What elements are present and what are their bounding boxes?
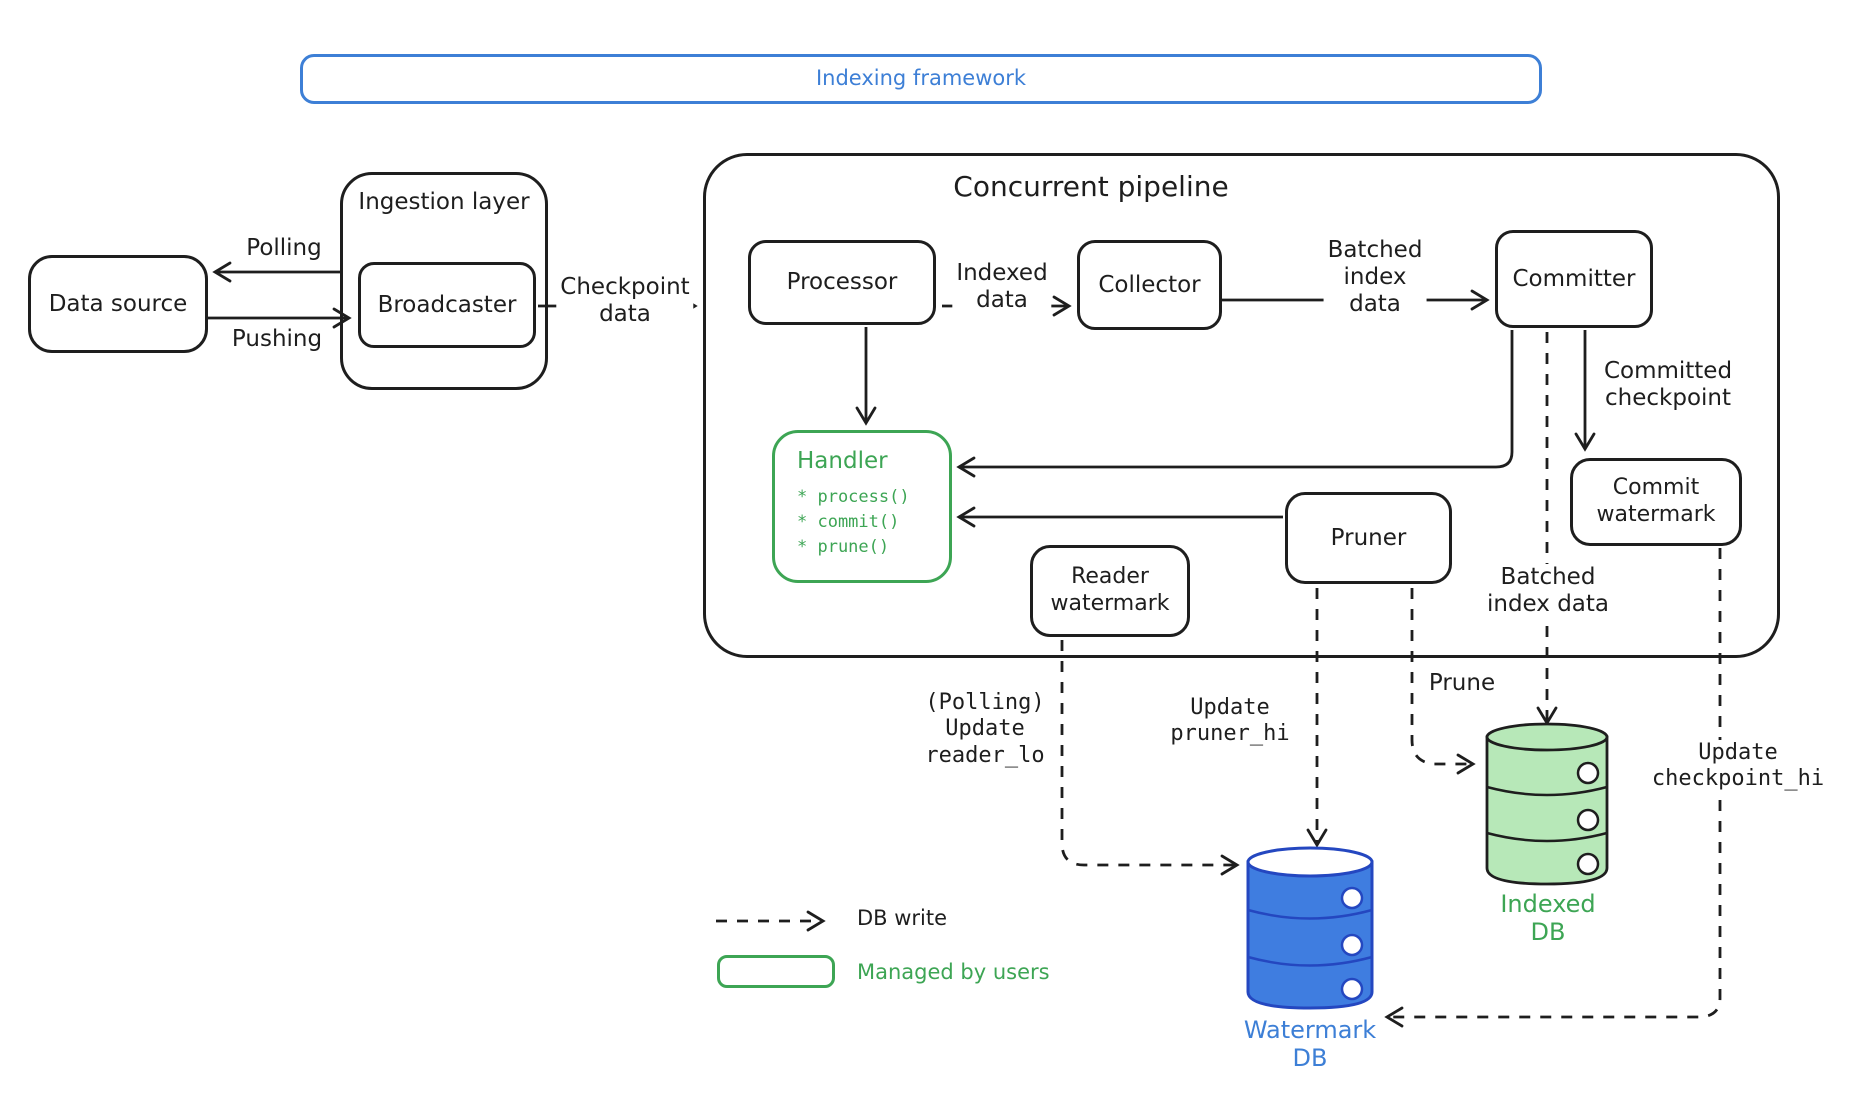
pruner-node: Pruner (1285, 492, 1452, 584)
commit-watermark-node: Commit watermark (1570, 458, 1742, 546)
update-pruner-hi-label: Update pruner_hi (1170, 695, 1290, 747)
reader-watermark-node: Reader watermark (1030, 545, 1190, 637)
indexing-framework-title: Indexing framework (815, 66, 1027, 91)
checkpoint-data-label: Checkpoint data (556, 274, 694, 329)
pruner-label: Pruner (1330, 524, 1407, 551)
committer-label: Committer (1512, 265, 1636, 292)
broadcaster-label: Broadcaster (377, 291, 517, 318)
legend-db-write-label: DB write (857, 906, 948, 930)
managed-by-users-swatch (717, 955, 835, 988)
ingestion-layer-title: Ingestion layer (358, 189, 530, 215)
concurrent-pipeline-container (703, 153, 1780, 658)
indexed-db-label: Indexed DB (1500, 890, 1596, 947)
committer-to-handler-arrow (956, 330, 1514, 478)
batched-index-data-label: Batched index data (1323, 237, 1427, 319)
processor-node: Processor (748, 240, 936, 325)
handler-method-process: * process() (797, 487, 910, 508)
processor-label: Processor (786, 269, 898, 296)
data-source-label: Data source (48, 290, 188, 317)
indexing-framework-banner: Indexing framework (300, 54, 1542, 104)
committed-checkpoint-label: Committed checkpoint (1603, 358, 1733, 412)
reader-watermark-label: Reader watermark (1050, 564, 1170, 616)
indexed-data-label: Indexed data (952, 260, 1052, 315)
watermark-db-icon (1246, 846, 1374, 1010)
pushing-label: Pushing (231, 326, 323, 352)
update-reader-lo-label: (Polling) Update reader_lo (925, 690, 1045, 768)
legend-managed-by-users-label: Managed by users (857, 960, 1050, 984)
ingestion-layer-container: Ingestion layer (340, 172, 548, 390)
data-source-node: Data source (28, 255, 208, 353)
handler-method-prune: * prune() (797, 537, 890, 558)
collector-node: Collector (1077, 240, 1222, 330)
handler-node: Handler * process() * commit() * prune() (772, 430, 952, 583)
prune-db-write-arrow (1410, 588, 1476, 775)
update-checkpoint-hi-label: Update checkpoint_hi (1647, 740, 1829, 793)
watermark-db-label: Watermark DB (1243, 1016, 1377, 1073)
indexed-db-icon (1485, 722, 1609, 886)
committer-node: Committer (1495, 230, 1653, 328)
prune-label: Prune (1428, 670, 1496, 696)
reader-watermark-db-write-arrow (1060, 640, 1240, 876)
commit-watermark-label: Commit watermark (1596, 475, 1716, 527)
collector-label: Collector (1098, 271, 1201, 298)
commit-watermark-db-write-arrow (1384, 548, 1722, 1028)
broadcaster-node: Broadcaster (358, 262, 536, 348)
handler-title: Handler (797, 448, 888, 474)
polling-label: Polling (246, 235, 322, 261)
handler-method-commit: * commit() (797, 512, 900, 533)
concurrent-pipeline-title: Concurrent pipeline (953, 170, 1229, 203)
batched-index-data-db-label: Batched index data (1482, 564, 1614, 619)
